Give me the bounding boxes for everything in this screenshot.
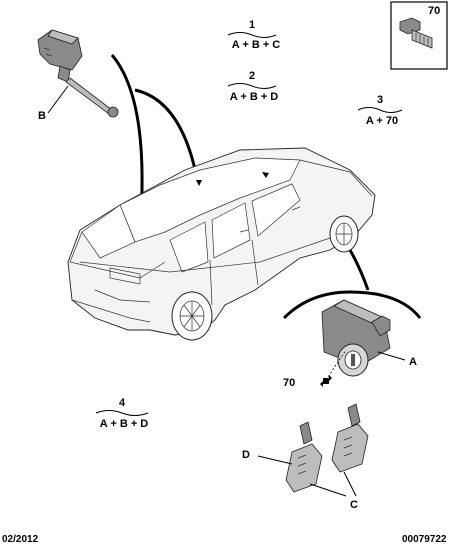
- car-illustration: [67, 147, 376, 341]
- group-1-label: 1 A + B + C: [227, 19, 281, 51]
- svg-text:A + B + D: A + B + D: [230, 91, 279, 103]
- svg-text:A + B + D: A + B + D: [100, 418, 149, 430]
- svg-text:4: 4: [119, 397, 126, 409]
- ignition-lock-a: [321, 299, 391, 377]
- rear-wheel: [171, 291, 213, 341]
- callout-c: C: [350, 499, 358, 511]
- leader-arc-center: [134, 88, 198, 175]
- svg-text:2: 2: [249, 70, 255, 82]
- front-wheel: [329, 215, 359, 253]
- svg-text:3: 3: [377, 94, 383, 106]
- inset-box-70: 70: [390, 1, 448, 70]
- tailgate-lock-marker: [196, 180, 202, 186]
- footer-date: 02/2012: [2, 534, 39, 545]
- key-c: [331, 403, 369, 473]
- group-4-label: 4 A + B + D: [95, 397, 149, 430]
- group-2-label: 2 A + B + D: [227, 70, 279, 103]
- group-3-label: 3 A + 70: [357, 94, 403, 127]
- svg-text:1: 1: [249, 19, 255, 31]
- screw-icon: [399, 17, 433, 49]
- screw-70-marker: [320, 375, 332, 387]
- detail-circle-ignition: A 70: [282, 290, 422, 389]
- callout-a: A: [409, 356, 417, 368]
- inset-label: 70: [428, 5, 440, 17]
- callout-b: B: [38, 110, 46, 122]
- ignition-lock-marker: [262, 172, 269, 178]
- callout-screw-70: 70: [283, 377, 295, 389]
- svg-text:A + 70: A + 70: [366, 115, 398, 127]
- svg-text:A + B + C: A + B + C: [232, 39, 281, 51]
- keys-group: D C: [242, 403, 369, 511]
- callout-d: D: [242, 449, 250, 461]
- footer-reference: 00079722: [402, 534, 447, 545]
- key-d: [285, 421, 323, 493]
- lock-actuator-b: [37, 29, 119, 118]
